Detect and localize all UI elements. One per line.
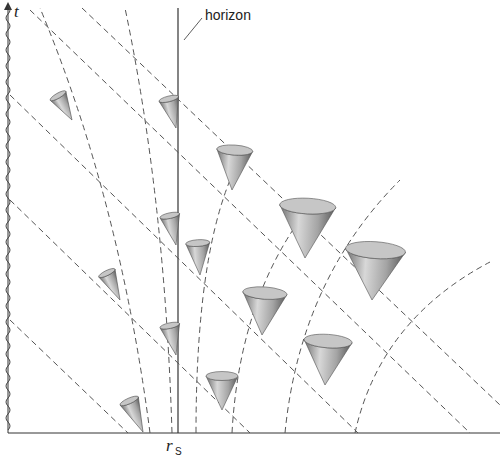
cone-top — [304, 333, 353, 350]
cone-top — [98, 267, 116, 279]
cone-top — [49, 89, 67, 102]
cone-top — [345, 240, 406, 261]
radius-label: r — [166, 437, 173, 454]
outgoing-ray — [196, 150, 245, 433]
light-cone — [214, 144, 253, 191]
ingoing-ray — [10, 200, 250, 433]
ingoing-ray — [10, 320, 128, 433]
r-axis — [8, 433, 500, 434]
horizon-label: horizon — [205, 8, 251, 22]
cone-top — [279, 197, 336, 216]
light-cone — [301, 333, 352, 387]
light-cone — [277, 197, 336, 260]
ingoing-ray — [82, 8, 500, 405]
outgoing-rays — [40, 8, 490, 433]
radius-subscript: S — [175, 447, 182, 457]
light-cone — [98, 267, 128, 304]
light-cone — [159, 211, 185, 247]
cone-body — [206, 376, 238, 410]
singularity-line — [6, 6, 10, 430]
cone-top — [158, 94, 179, 104]
light-cone — [206, 372, 238, 410]
cone-top — [186, 239, 210, 247]
ingoing-ray — [10, 95, 358, 433]
light-cone — [342, 240, 406, 302]
light-cone — [240, 285, 287, 336]
cone-top — [159, 211, 180, 221]
cone-top — [243, 285, 288, 300]
light-cone — [159, 321, 185, 357]
leader-line — [184, 18, 202, 40]
light-cone — [119, 394, 152, 436]
axis-label: t — [14, 3, 19, 20]
light-cone — [186, 239, 212, 276]
cone-top — [216, 144, 253, 157]
light-cone — [49, 89, 80, 124]
light-cone — [158, 94, 185, 131]
cone-body — [186, 242, 212, 276]
light-cones — [49, 89, 406, 436]
outgoing-ray — [40, 8, 150, 433]
ingoing-ray — [30, 10, 470, 433]
ingoing-rays — [10, 8, 500, 433]
cone-top — [206, 372, 238, 381]
cone-top — [159, 321, 180, 331]
cone-top — [119, 394, 140, 407]
